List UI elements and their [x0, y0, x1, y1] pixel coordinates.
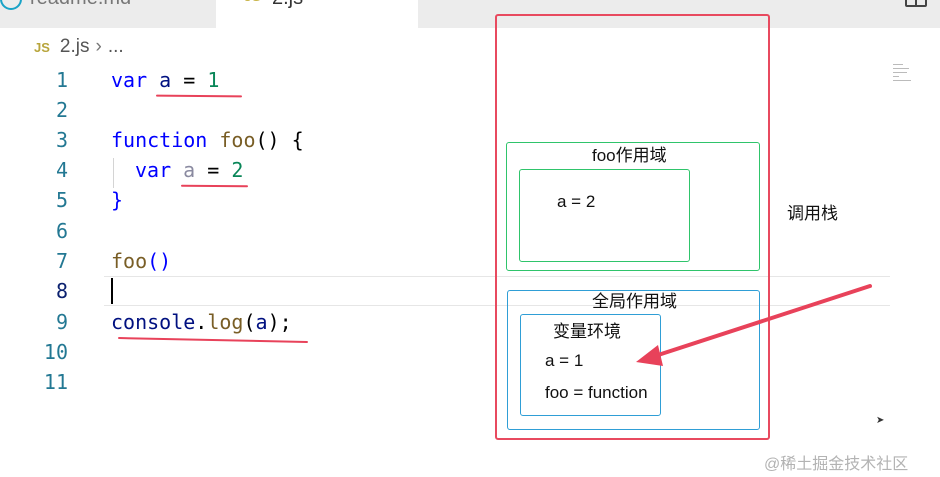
javascript-file-icon: JS	[244, 0, 261, 4]
line-number: 9	[55, 310, 68, 334]
keyword: var	[135, 158, 172, 182]
foo-variable-a: a = 2	[557, 192, 596, 211]
javascript-file-icon: JS	[34, 39, 50, 55]
global-scope-box	[507, 290, 760, 430]
punctuation: () {	[255, 128, 304, 152]
line-number: 11	[43, 370, 68, 394]
number: 2	[231, 158, 244, 182]
line-number: 7	[55, 249, 68, 273]
tab-readme[interactable]: readme.md	[0, 0, 216, 28]
code-line-5[interactable]: }	[111, 185, 123, 215]
minimap[interactable]	[893, 64, 915, 86]
keyword: var	[111, 68, 148, 92]
keyword: function	[111, 128, 208, 152]
number: 1	[207, 68, 220, 92]
call-stack-box	[495, 14, 770, 440]
variable-environment-label: 变量环境	[553, 322, 621, 341]
breadcrumb-symbol[interactable]: ...	[107, 36, 124, 57]
function-name: log	[207, 310, 244, 334]
code-line-9[interactable]: console.log(a);	[111, 307, 292, 337]
variable: console	[111, 310, 196, 334]
line-number: 5	[55, 188, 68, 212]
tab-label: 2.js	[272, 0, 303, 10]
punctuation: (	[243, 310, 256, 334]
foo-scope-label: foo作用域	[592, 146, 667, 165]
line-number: 2	[55, 98, 68, 122]
watermark: @稀土掘金技术社区	[764, 456, 909, 473]
variable: a	[255, 310, 268, 334]
global-variable-a: a = 1	[545, 351, 584, 370]
code-line-3[interactable]: function foo() {	[111, 125, 304, 155]
foo-scope-box	[506, 142, 760, 271]
punctuation: ()	[147, 249, 172, 273]
function-name: foo	[111, 249, 148, 273]
operator: =	[195, 158, 232, 182]
line-number-active: 8	[55, 279, 68, 303]
breadcrumb: JS 2.js › ...	[34, 36, 124, 58]
annotation-underline	[117, 337, 309, 343]
annotation-underline	[155, 94, 243, 98]
global-scope-label: 全局作用域	[592, 292, 677, 311]
code-line-4[interactable]: var a = 2	[135, 155, 243, 185]
line-number: 4	[55, 158, 68, 182]
punctuation: }	[111, 188, 124, 212]
info-icon	[0, 0, 22, 10]
variable: a	[159, 68, 172, 92]
global-variable-foo: foo = function	[545, 383, 648, 402]
call-stack-label: 调用栈	[787, 204, 838, 223]
line-number: 10	[43, 340, 68, 364]
variable: a	[183, 158, 196, 182]
function-name: foo	[219, 128, 256, 152]
current-line-highlight	[104, 276, 890, 306]
mouse-pointer-icon: ➤	[876, 415, 885, 426]
split-editor-icon[interactable]	[905, 0, 927, 7]
indent-guide	[113, 158, 114, 188]
punctuation: );	[267, 310, 292, 334]
chevron-right-icon: ›	[95, 36, 102, 57]
foo-variables-box	[519, 169, 690, 262]
annotation-underline	[180, 184, 249, 188]
line-number: 1	[55, 68, 68, 92]
punctuation: .	[195, 310, 208, 334]
tab-label: readme.md	[30, 0, 131, 10]
tab-bar: readme.md JS 2.js ×	[0, 0, 940, 28]
line-number: 6	[55, 219, 68, 243]
operator: =	[171, 68, 208, 92]
code-line-1[interactable]: var a = 1	[111, 65, 219, 95]
line-number: 3	[55, 128, 68, 152]
breadcrumb-file[interactable]: 2.js	[59, 36, 90, 57]
code-line-7[interactable]: foo()	[111, 246, 171, 276]
text-cursor	[111, 278, 113, 304]
tab-2js[interactable]: JS 2.js ×	[216, 0, 418, 28]
